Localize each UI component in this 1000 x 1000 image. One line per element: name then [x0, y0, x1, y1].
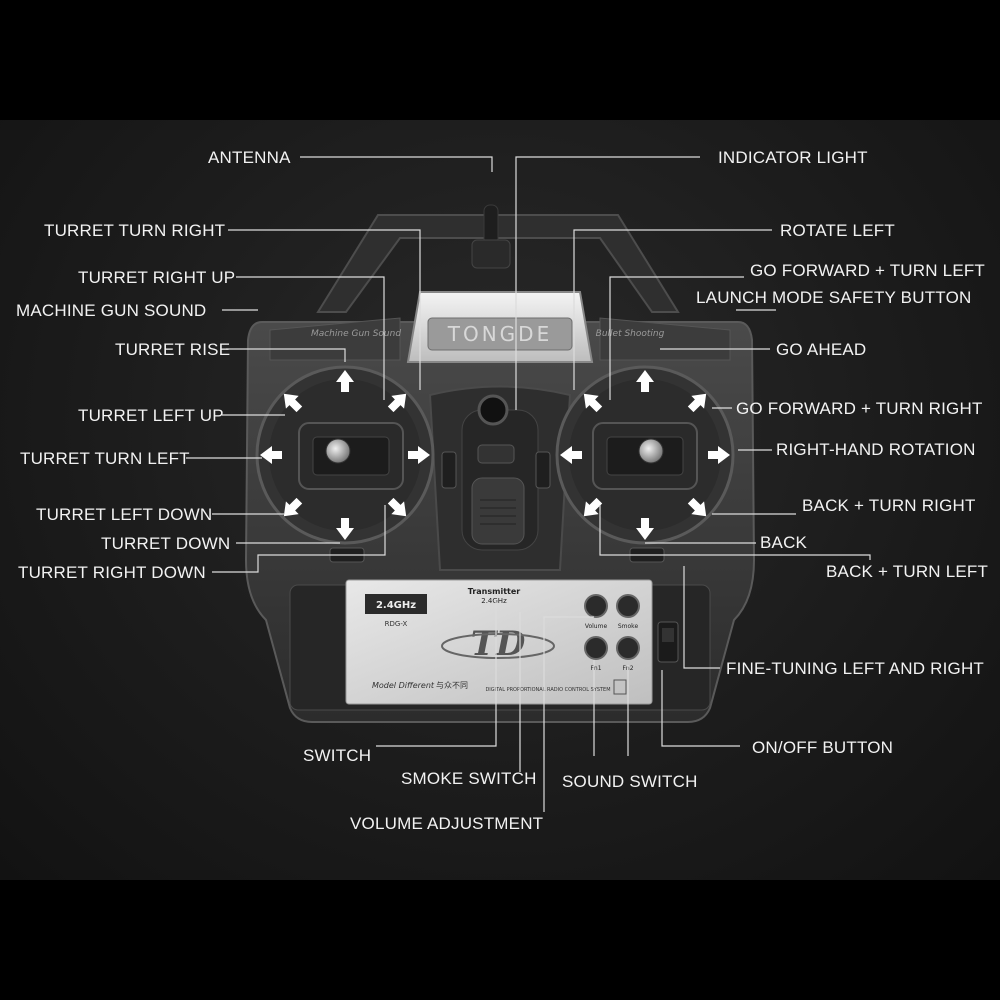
volume-button-label: Volume — [585, 623, 608, 630]
freq-sub: RDG-X — [385, 620, 408, 628]
system-text: DIGITAL PROPORTIONAL RADIO CONTROL SYSTE… — [485, 687, 610, 693]
label-rotate-left: ROTATE LEFT — [780, 221, 895, 240]
machine-gun-sound-panel-text: Machine Gun Sound — [311, 329, 401, 339]
brand-plate-text: TONGDE — [447, 322, 552, 346]
model-cn-text: 与众不同 — [436, 681, 468, 690]
right-arrow-down-left-icon — [583, 497, 603, 517]
center-button — [477, 444, 515, 464]
left-arrow-left-icon — [260, 446, 282, 464]
left-arrow-up-right-icon — [387, 393, 407, 413]
label-turret-turn-left: TURRET TURN LEFT — [20, 449, 190, 468]
left-stick-knob — [325, 438, 351, 464]
label-switch: SWITCH — [303, 746, 372, 765]
label-turret-left-up: TURRET LEFT UP — [78, 406, 224, 425]
right-trim-tab — [535, 451, 551, 489]
right-arrow-up-icon — [636, 370, 654, 392]
label-on-off-button: ON/OFF BUTTON — [752, 738, 894, 757]
right-arrow-left-icon — [560, 446, 582, 464]
left-arrow-down-left-icon — [283, 497, 303, 517]
left-arrow-down-right-icon — [387, 497, 407, 517]
smoke-button-label: Smoke — [618, 623, 639, 630]
label-smoke-switch: SMOKE SWITCH — [401, 769, 537, 788]
center-column — [428, 385, 572, 571]
label-fine-tuning: FINE-TUNING LEFT AND RIGHT — [726, 659, 985, 678]
model-text: Model Different — [372, 681, 435, 690]
label-launch-mode-safety: LAUNCH MODE SAFETY BUTTON — [696, 288, 972, 307]
leader-lines — [186, 156, 871, 812]
label-go-forward-turn-right: GO FORWARD + TURN RIGHT — [736, 399, 983, 418]
fn1-label: Fn1 — [590, 665, 601, 672]
transmitter-title: Transmitter — [468, 587, 521, 596]
left-arrow-up-left-icon — [283, 393, 303, 413]
label-antenna: ANTENNA — [208, 148, 291, 167]
direction-arrows — [260, 370, 730, 540]
freq-badge: 2.4GHz — [376, 600, 416, 611]
label-back: BACK — [760, 533, 808, 552]
bullet-shooting-panel-text: Bullet Shooting — [596, 329, 665, 339]
fn2-button-icon — [616, 636, 640, 660]
right-arrow-up-left-icon — [583, 393, 603, 413]
right-arrow-down-right-icon — [687, 497, 707, 517]
left-joystick — [255, 365, 435, 545]
right-arrow-down-icon — [636, 518, 654, 540]
right-stick-knob — [638, 438, 664, 464]
label-turret-down: TURRET DOWN — [101, 534, 231, 553]
label-volume-adjustment: VOLUME ADJUSTMENT — [350, 814, 544, 833]
label-turret-right-up: TURRET RIGHT UP — [78, 268, 236, 287]
left-arrow-right-icon — [408, 446, 430, 464]
fn1-button-icon — [584, 636, 608, 660]
label-back-turn-right: BACK + TURN RIGHT — [802, 496, 976, 515]
label-turret-right-down: TURRET RIGHT DOWN — [18, 563, 206, 582]
left-arrow-up-icon — [336, 370, 354, 392]
label-go-forward-turn-left: GO FORWARD + TURN LEFT — [750, 261, 986, 280]
volume-knob-icon — [584, 594, 608, 618]
label-turret-rise: TURRET RISE — [115, 340, 231, 359]
smoke-knob-icon — [616, 594, 640, 618]
transmitter-freq: 2.4GHz — [481, 597, 507, 605]
brand-plate: TONGDE — [406, 291, 594, 363]
label-indicator-light: INDICATOR LIGHT — [718, 148, 868, 167]
antenna-icon — [471, 204, 511, 269]
label-turret-turn-right: TURRET TURN RIGHT — [44, 221, 226, 240]
label-sound-switch: SOUND SWITCH — [562, 772, 698, 791]
label-turret-left-down: TURRET LEFT DOWN — [36, 505, 213, 524]
label-machine-gun-sound: MACHINE GUN SOUND — [16, 301, 207, 320]
right-joystick — [555, 365, 735, 545]
right-arrow-up-right-icon — [687, 393, 707, 413]
center-switch — [471, 477, 525, 545]
bottom-label-panel: 2.4GHz RDG-X Transmitter 2.4GHz TD Model… — [289, 579, 711, 711]
right-arrow-right-icon — [708, 446, 730, 464]
label-go-ahead: GO AHEAD — [776, 340, 867, 359]
indicator-light-icon — [477, 394, 509, 426]
label-back-turn-left: BACK + TURN LEFT — [826, 562, 989, 581]
label-right-hand-rotation: RIGHT-HAND ROTATION — [776, 440, 976, 459]
left-arrow-down-icon — [336, 518, 354, 540]
left-trim-tab — [441, 451, 457, 489]
